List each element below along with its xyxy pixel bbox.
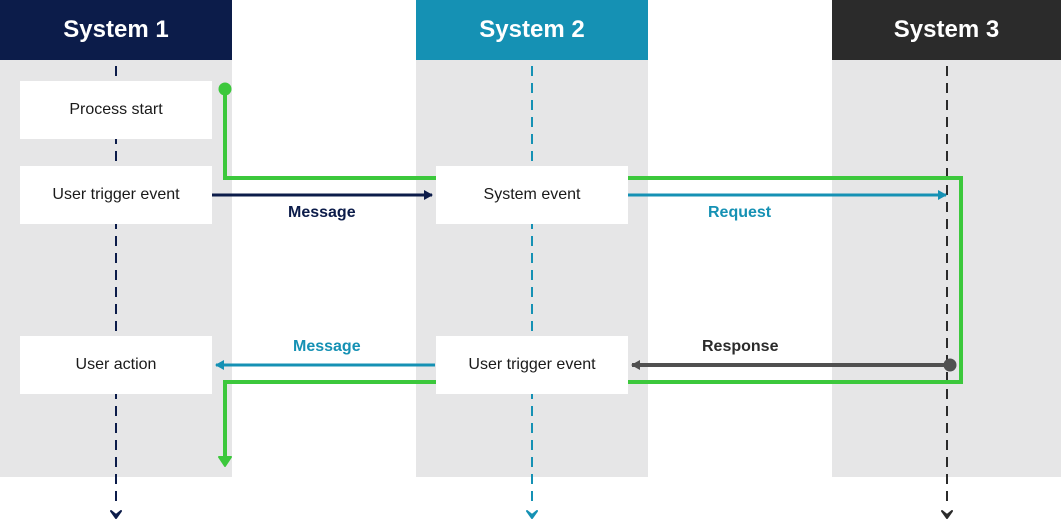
process-start-box: Process start: [20, 81, 212, 139]
system-2-header: System 2: [416, 0, 648, 60]
lifeline-end-chevron-1: [110, 510, 122, 519]
process-flow-path: [223, 89, 963, 460]
system-3-header: System 3: [832, 0, 1061, 60]
lifeline-end-chevron-3: [941, 510, 953, 519]
lifeline-end-chevron-2: [526, 510, 538, 519]
process-end-arrow: [218, 456, 232, 467]
user-trigger-event-box-1: User trigger event: [20, 166, 212, 224]
process-start-dot: [218, 82, 232, 96]
message-label-1: Message: [288, 204, 356, 221]
response-label: Response: [702, 338, 779, 355]
message-label-2: Message: [293, 338, 361, 355]
user-trigger-event-box-2: User trigger event: [436, 336, 628, 394]
system-event-box: System event: [436, 166, 628, 224]
system-1-header: System 1: [0, 0, 232, 60]
user-action-box: User action: [20, 336, 212, 394]
response-origin-dot: [943, 358, 957, 372]
request-label: Request: [708, 204, 772, 221]
